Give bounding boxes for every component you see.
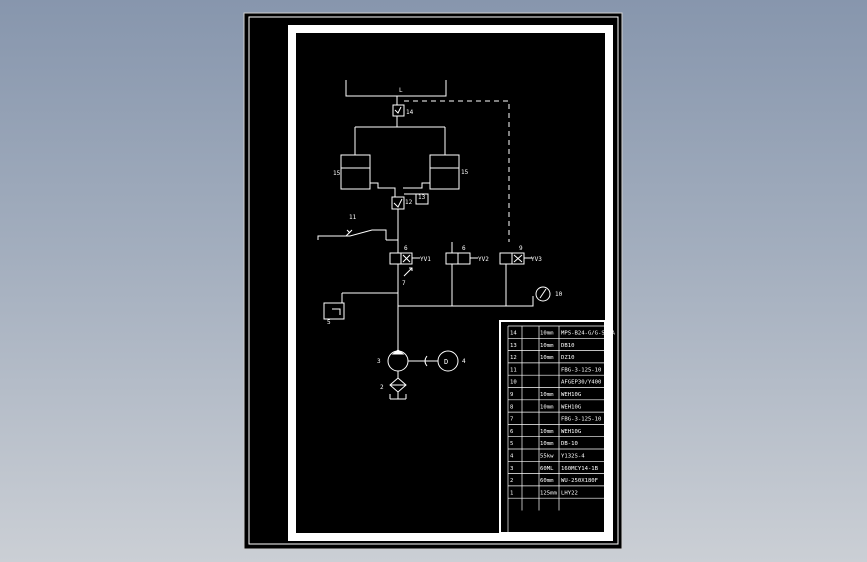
- part-spec-cell: 125mm: [540, 490, 557, 496]
- motor-4: [437, 350, 459, 372]
- label-10: 10: [555, 291, 563, 298]
- part-spec-cell: 10mm: [540, 404, 554, 410]
- label-2: 2: [380, 384, 384, 391]
- throttle-valve-11: [345, 229, 353, 237]
- part-model-cell: WEH10G: [561, 404, 582, 410]
- hydraulic-schematic: L 14 15 15 12 13 11: [317, 80, 563, 400]
- label-12: 12: [405, 199, 413, 206]
- part-model-cell: DZ10: [561, 355, 574, 361]
- relief-valve-5: [323, 302, 345, 320]
- part-model-cell: FBG-3-125-10: [561, 367, 601, 373]
- part-no-cell: 10: [510, 380, 517, 386]
- label-yv2: YV2: [478, 256, 489, 263]
- tank: [389, 392, 407, 400]
- coupling-arc: [424, 355, 428, 367]
- relief-valve-5-symbol: [332, 308, 341, 315]
- part-no-cell: 14: [510, 331, 517, 337]
- label-yv3: YV3: [531, 256, 542, 263]
- part-no-cell: 7: [510, 417, 513, 423]
- part-model-cell: FBG-3-125-10: [561, 417, 601, 423]
- main-pressure-line: [342, 292, 534, 307]
- part-model-cell: LHY22: [561, 490, 578, 496]
- sheet-inner-border: [248, 16, 619, 545]
- part-spec-cell: 60mm: [540, 478, 554, 484]
- label-5: 5: [327, 319, 331, 326]
- label-6a: 6: [404, 245, 408, 252]
- part-spec-cell: 10mm: [540, 441, 554, 447]
- throttle-valve-7: [403, 267, 413, 277]
- label-7: 7: [402, 280, 406, 287]
- pilot-line-dashed: [404, 100, 510, 242]
- part-model-cell: DB10: [561, 343, 574, 349]
- label-15-left: 15: [333, 170, 341, 177]
- cylinder-supply-pipe: [354, 126, 446, 155]
- solenoid-valve-9-cross: [513, 254, 523, 263]
- part-no-cell: 5: [510, 441, 513, 447]
- relief-valve-13: [404, 193, 429, 205]
- throttle-branch: [317, 229, 387, 240]
- part-model-cell: 160MCY14-1B: [561, 466, 599, 472]
- part-model-cell: WEH10G: [561, 429, 582, 435]
- label-L: L: [399, 87, 403, 94]
- part-model-cell: WEH10G: [561, 392, 582, 398]
- check-valve-14: [392, 104, 405, 117]
- part-no-cell: 12: [510, 355, 517, 361]
- part-spec-cell: 10mm: [540, 331, 554, 337]
- label-yv1: YV1: [420, 256, 431, 263]
- label-motor-D: D: [444, 358, 448, 366]
- label-13: 13: [418, 194, 426, 201]
- part-spec-cell: 55kw: [540, 454, 554, 460]
- label-6b: 6: [462, 245, 466, 252]
- part-model-cell: Y132S-4: [561, 454, 585, 460]
- check-valve-14-symbol: [394, 106, 402, 114]
- part-no-cell: 4: [510, 454, 514, 460]
- parts-list-frame: [499, 320, 606, 534]
- pump-3-arrow: [391, 349, 405, 355]
- part-no-cell: 13: [510, 343, 517, 349]
- part-model-cell: AFGEP30/Y400: [561, 380, 601, 386]
- valve-12-symbol: [393, 198, 403, 208]
- cylinder-15-left-return: [370, 182, 396, 197]
- part-spec-cell: 10mm: [540, 392, 554, 398]
- load-line: [345, 80, 447, 97]
- part-spec-cell: 60ML: [540, 466, 554, 472]
- label-3: 3: [377, 358, 381, 365]
- part-no-cell: 3: [510, 466, 513, 472]
- label-9: 9: [519, 245, 523, 252]
- part-no-cell: 11: [510, 367, 517, 373]
- part-no-cell: 9: [510, 392, 513, 398]
- solenoid-valve-6a-cross: [402, 254, 411, 263]
- part-no-cell: 6: [510, 429, 513, 435]
- cylinder-15-right-return: [403, 182, 430, 189]
- label-14: 14: [406, 109, 414, 116]
- pressure-gauge-needle: [539, 288, 547, 299]
- part-spec-cell: 10mm: [540, 343, 554, 349]
- cylinder-15-left: [340, 154, 371, 190]
- part-model-cell: WU-250X180F: [561, 478, 599, 484]
- part-no-cell: 1: [510, 490, 513, 496]
- label-4: 4: [462, 358, 466, 365]
- part-model-cell: MPS-B24-G/G-SH-A: [561, 331, 616, 337]
- label-15-right: 15: [461, 169, 469, 176]
- cylinder-15-right: [429, 154, 460, 190]
- pressure-gauge-10: [535, 286, 551, 302]
- part-no-cell: 8: [510, 404, 514, 410]
- part-model-cell: DB-10: [561, 441, 578, 447]
- part-spec-cell: 10mm: [540, 355, 554, 361]
- part-spec-cell: 10mm: [540, 429, 554, 435]
- label-11: 11: [349, 214, 357, 221]
- part-no-cell: 2: [510, 478, 513, 484]
